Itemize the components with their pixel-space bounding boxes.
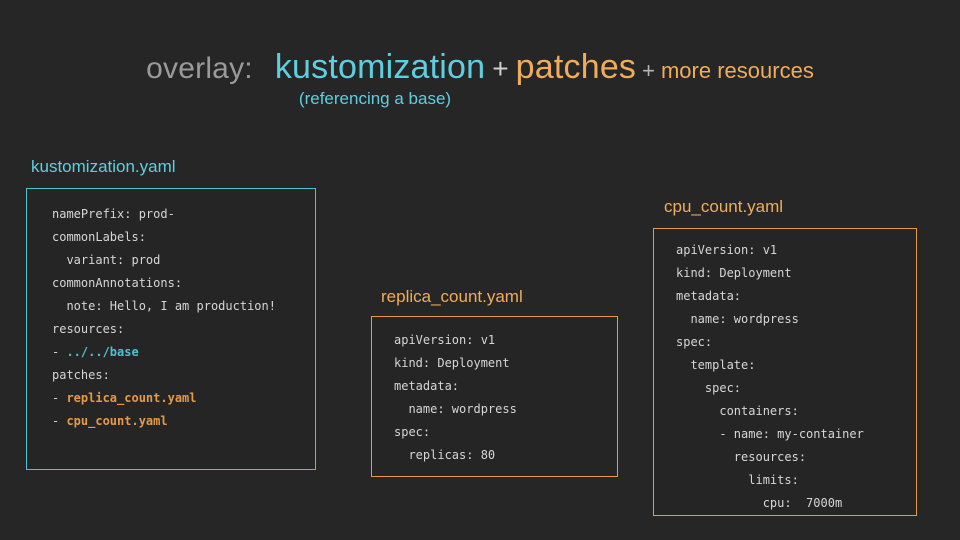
code-box-replica-count: apiVersion: v1 kind: Deployment metadata… [371,316,618,477]
panel-label-kustomization: kustomization.yaml [31,157,176,176]
slide-heading: overlay:kustomization+patches+more resou… [0,48,960,87]
heading-plus-1: + [492,53,509,84]
heading-plus-2: + [642,58,655,83]
code-box-kustomization: namePrefix: prod- commonLabels: variant:… [26,188,316,470]
panel-label-replica-count: replica_count.yaml [381,287,523,306]
panel-label-cpu-count: cpu_count.yaml [664,197,784,216]
code-content-replica-count: apiVersion: v1 kind: Deployment metadata… [394,333,517,462]
code-content-cpu-count: apiVersion: v1 kind: Deployment metadata… [676,243,864,510]
code-content-kustomization: namePrefix: prod- commonLabels: variant:… [52,207,276,428]
heading-subtitle: (referencing a base) [298,89,452,108]
heading-more-resources: more resources [660,58,814,83]
heading-kustomization: kustomization [274,48,486,86]
heading-overlay-label: overlay: [146,52,253,85]
code-box-cpu-count: apiVersion: v1 kind: Deployment metadata… [653,228,917,516]
heading-patches: patches [515,48,637,86]
